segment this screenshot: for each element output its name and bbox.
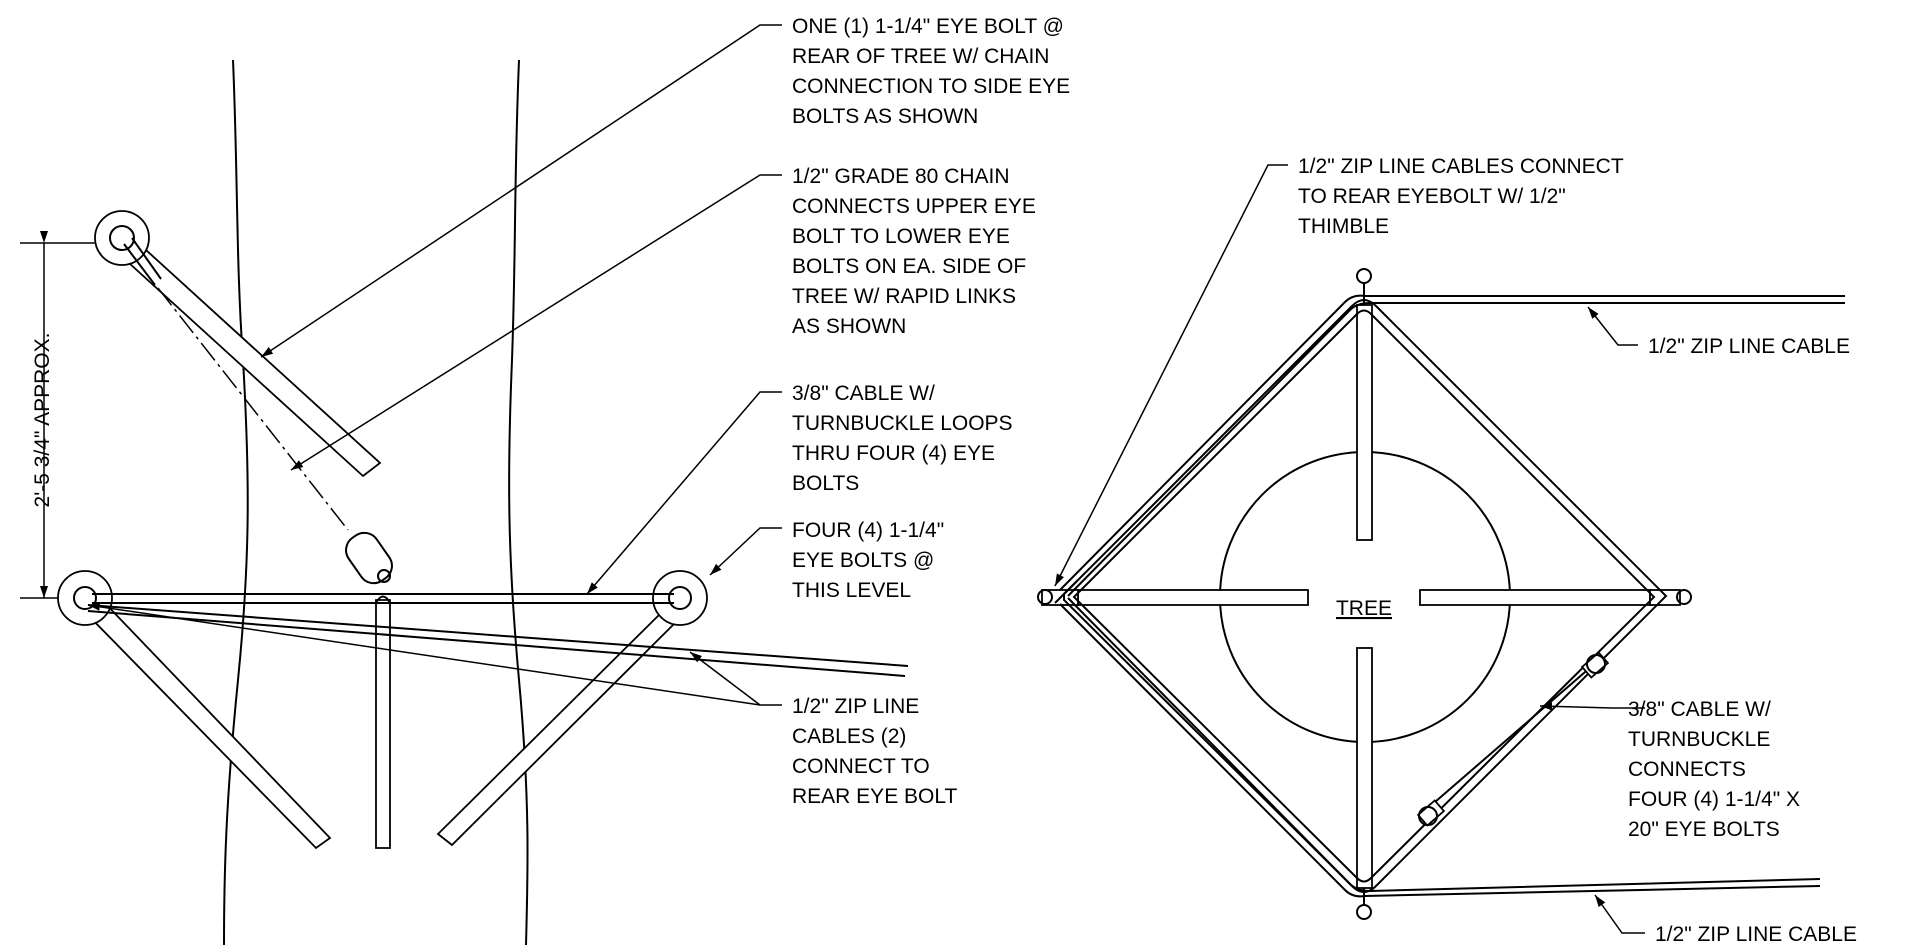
svg-text:1/2" ZIP LINE CABLES CONNECT: 1/2" ZIP LINE CABLES CONNECT bbox=[1298, 155, 1624, 178]
left-leaders bbox=[87, 24, 782, 706]
note-four-eye-bolts: FOUR (4) 1-1/4" EYE BOLTS @ THIS LEVEL bbox=[792, 519, 944, 602]
svg-text:FOUR (4) 1-1/4": FOUR (4) 1-1/4" bbox=[792, 519, 944, 542]
height-dimension: 2'-5 3/4" APPROX. bbox=[20, 231, 100, 599]
svg-text:CONNECTS: CONNECTS bbox=[1628, 758, 1746, 781]
svg-text:TO REAR EYEBOLT W/ 1/2": TO REAR EYEBOLT W/ 1/2" bbox=[1298, 185, 1566, 208]
svg-text:EYE BOLTS @: EYE BOLTS @ bbox=[792, 549, 934, 572]
svg-text:TREE W/ RAPID LINKS: TREE W/ RAPID LINKS bbox=[792, 285, 1016, 308]
note-cable-turnbuckle-loops: 3/8" CABLE W/ TURNBUCKLE LOOPS THRU FOUR… bbox=[792, 382, 1013, 495]
right-plan-view: TREE bbox=[1037, 155, 1857, 946]
svg-text:CONNECTION TO SIDE EYE: CONNECTION TO SIDE EYE bbox=[792, 75, 1070, 98]
tree-label: TREE bbox=[1336, 597, 1392, 620]
tree-trunk-left-edge bbox=[223, 59, 249, 946]
svg-text:20" EYE BOLTS: 20" EYE BOLTS bbox=[1628, 818, 1780, 841]
left-eye-bolt-plan bbox=[1037, 589, 1309, 606]
grade-80-chain bbox=[157, 287, 393, 585]
svg-text:REAR EYE BOLT: REAR EYE BOLT bbox=[792, 785, 957, 808]
svg-text:1/2" ZIP LINE CABLE: 1/2" ZIP LINE CABLE bbox=[1648, 335, 1850, 358]
plan-zip-line-cables bbox=[1054, 294, 1845, 898]
note-grade-80-chain: 1/2" GRADE 80 CHAIN CONNECTS UPPER EYE B… bbox=[792, 165, 1036, 338]
svg-text:TURNBUCKLE LOOPS: TURNBUCKLE LOOPS bbox=[792, 412, 1013, 435]
plan-turnbuckle bbox=[1416, 651, 1610, 827]
right-leaders bbox=[1054, 164, 1645, 934]
svg-text:REAR OF TREE W/ CHAIN: REAR OF TREE W/ CHAIN bbox=[792, 45, 1049, 68]
front-eye-bolt bbox=[375, 599, 391, 849]
svg-text:3/8" CABLE W/: 3/8" CABLE W/ bbox=[792, 382, 935, 405]
svg-text:3/8" CABLE W/: 3/8" CABLE W/ bbox=[1628, 698, 1771, 721]
turnbuckle-cable bbox=[92, 593, 674, 604]
svg-text:FOUR (4) 1-1/4" X: FOUR (4) 1-1/4" X bbox=[1628, 788, 1800, 811]
svg-text:AS SHOWN: AS SHOWN bbox=[792, 315, 906, 338]
lower-right-eye-bolt bbox=[436, 570, 708, 847]
svg-text:BOLTS: BOLTS bbox=[792, 472, 859, 495]
note-zip-line-cables: 1/2" ZIP LINE CABLES (2) CONNECT TO REAR… bbox=[792, 695, 957, 808]
tree-trunk-right-edge bbox=[508, 59, 529, 946]
svg-text:ONE (1) 1-1/4" EYE BOLT @: ONE (1) 1-1/4" EYE BOLT @ bbox=[792, 15, 1064, 38]
svg-text:CABLES (2): CABLES (2) bbox=[792, 725, 906, 748]
svg-text:BOLTS AS SHOWN: BOLTS AS SHOWN bbox=[792, 105, 978, 128]
svg-text:BOLTS ON EA. SIDE OF: BOLTS ON EA. SIDE OF bbox=[792, 255, 1026, 278]
left-elevation-view: 2'-5 3/4" APPROX. bbox=[20, 15, 1070, 946]
upper-eye-bolt bbox=[94, 210, 382, 478]
note-cable-turnbuckle-plan: 3/8" CABLE W/ TURNBUCKLE CONNECTS FOUR (… bbox=[1628, 698, 1800, 841]
rapid-link bbox=[345, 531, 393, 585]
note-zip-line-cable-top: 1/2" ZIP LINE CABLE bbox=[1648, 335, 1850, 358]
note-zip-line-cable-bottom: 1/2" ZIP LINE CABLE bbox=[1655, 923, 1857, 946]
svg-text:THRU FOUR (4) EYE: THRU FOUR (4) EYE bbox=[792, 442, 995, 465]
svg-text:THIS LEVEL: THIS LEVEL bbox=[792, 579, 911, 602]
top-eye-bolt-plan bbox=[1356, 268, 1373, 541]
svg-text:CONNECTS UPPER EYE: CONNECTS UPPER EYE bbox=[792, 195, 1036, 218]
svg-text:THIMBLE: THIMBLE bbox=[1298, 215, 1389, 238]
svg-text:BOLT TO LOWER EYE: BOLT TO LOWER EYE bbox=[792, 225, 1010, 248]
svg-text:1/2" ZIP LINE: 1/2" ZIP LINE bbox=[792, 695, 919, 718]
svg-text:1/2" GRADE 80 CHAIN: 1/2" GRADE 80 CHAIN bbox=[792, 165, 1010, 188]
svg-text:TURNBUCKLE: TURNBUCKLE bbox=[1628, 728, 1770, 751]
svg-text:1/2" ZIP LINE CABLE: 1/2" ZIP LINE CABLE bbox=[1655, 923, 1857, 946]
note-rear-eye-bolt: ONE (1) 1-1/4" EYE BOLT @ REAR OF TREE W… bbox=[792, 15, 1070, 128]
note-thimble-connection: 1/2" ZIP LINE CABLES CONNECT TO REAR EYE… bbox=[1298, 155, 1624, 238]
svg-text:CONNECT TO: CONNECT TO bbox=[792, 755, 930, 778]
zip-line-cables bbox=[87, 604, 909, 677]
height-dimension-label: 2'-5 3/4" APPROX. bbox=[31, 333, 54, 508]
